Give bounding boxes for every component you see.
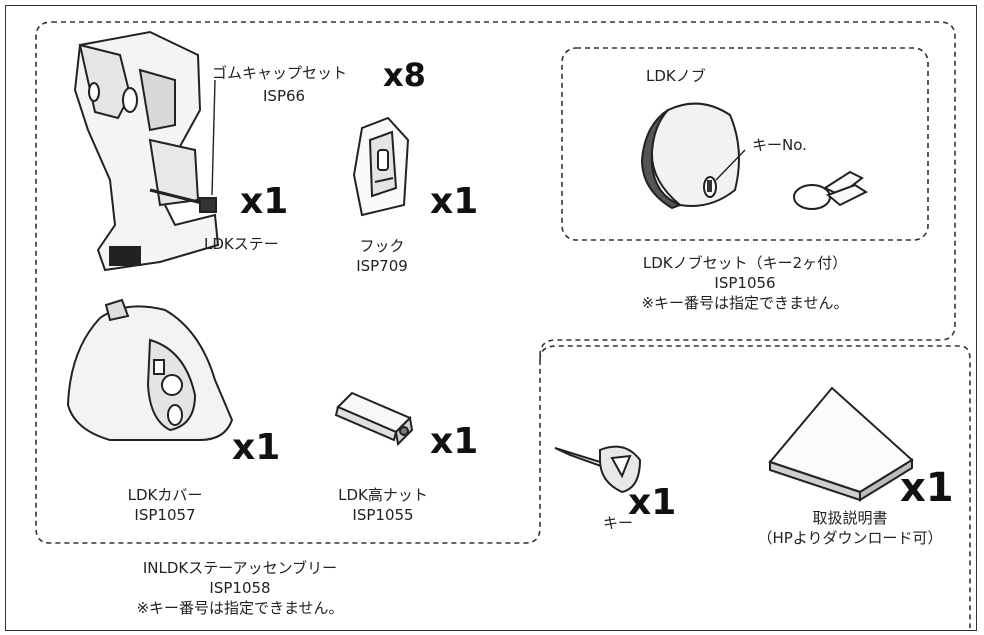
loose-parts-group-outline bbox=[539, 345, 971, 628]
stay-label: LDKステー bbox=[204, 235, 279, 253]
nut-icon bbox=[334, 391, 414, 447]
hook-label: フック bbox=[359, 237, 405, 255]
rubber-cap-label: ゴムキャップセット bbox=[212, 63, 347, 83]
assembly-code: ISP1058 bbox=[209, 579, 271, 597]
key-qty: x1 bbox=[628, 482, 677, 523]
key-number-label: キーNo. bbox=[752, 136, 807, 154]
stay-qty: x1 bbox=[240, 181, 289, 222]
hook-qty: x1 bbox=[430, 181, 479, 222]
rubber-cap-code: ISP66 bbox=[263, 87, 306, 105]
knob-set-note: ※キー番号は指定できません。 bbox=[641, 294, 849, 312]
nut-label: LDK高ナット bbox=[338, 486, 428, 504]
manual-icon bbox=[768, 386, 914, 502]
cover-label: LDKカバー bbox=[127, 486, 203, 504]
knob-icon bbox=[640, 102, 746, 210]
hook-code: ISP709 bbox=[356, 257, 408, 275]
cover-icon bbox=[66, 298, 234, 441]
knob-set-code: ISP1056 bbox=[714, 274, 776, 292]
cover-code: ISP1057 bbox=[134, 506, 196, 524]
assembly-label: INLDKステーアッセンブリー bbox=[142, 559, 338, 577]
rubber-cap-name: ゴムキャップセット bbox=[212, 64, 348, 82]
knob-label: LDKノブ bbox=[646, 67, 706, 85]
stay-bracket-icon bbox=[73, 30, 220, 272]
nut-code: ISP1055 bbox=[352, 506, 414, 524]
assembly-note: ※キー番号は指定できません。 bbox=[136, 599, 344, 617]
rubber-cap-qty: x8 bbox=[383, 56, 426, 94]
diagram-frame bbox=[5, 5, 977, 631]
nut-qty: x1 bbox=[430, 421, 479, 462]
manual-qty: x1 bbox=[900, 465, 954, 511]
key-label: キー bbox=[603, 514, 634, 532]
key-ring-icon bbox=[793, 170, 869, 210]
hook-icon bbox=[352, 116, 410, 217]
manual-sub: （HPよりダウンロード可） bbox=[757, 529, 943, 547]
knob-set-label: LDKノブセット（キー2ヶ付） bbox=[642, 254, 848, 272]
manual-label: 取扱説明書 bbox=[812, 509, 888, 527]
knob-set-group-outline bbox=[561, 47, 929, 241]
cover-qty: x1 bbox=[232, 427, 281, 468]
assembly-group-outline bbox=[35, 21, 956, 544]
key-icon bbox=[554, 445, 642, 494]
